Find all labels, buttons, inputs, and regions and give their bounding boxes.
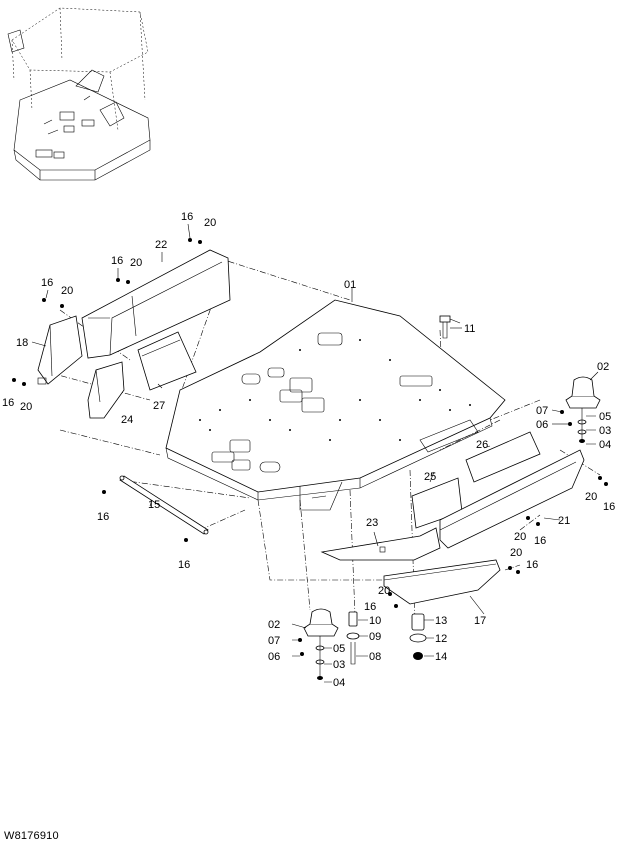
callout-20: 20 xyxy=(585,491,597,503)
callout-20: 20 xyxy=(130,257,142,269)
callout-26: 26 xyxy=(476,439,488,451)
part-21-side-panel xyxy=(439,449,585,549)
callout-16: 16 xyxy=(2,397,14,409)
part-24-foam xyxy=(87,361,125,419)
parts-10-09-08-stack xyxy=(346,611,360,665)
callout-08: 08 xyxy=(369,651,381,663)
part-23-panel xyxy=(320,527,441,561)
callout-20: 20 xyxy=(510,547,522,559)
part-17-lower-panel xyxy=(383,559,501,605)
callout-leaders xyxy=(31,223,599,683)
callout-05: 05 xyxy=(599,411,611,423)
callout-02: 02 xyxy=(597,361,609,373)
part-27-foam xyxy=(137,331,197,391)
callout-21: 21 xyxy=(558,515,570,527)
callout-12: 12 xyxy=(435,633,447,645)
part-02-mount-right xyxy=(565,376,601,443)
callout-05: 05 xyxy=(333,643,345,655)
callout-20: 20 xyxy=(514,531,526,543)
callout-16: 16 xyxy=(178,559,190,571)
callout-10: 10 xyxy=(369,615,381,627)
callout-14: 14 xyxy=(435,651,447,663)
callout-02: 02 xyxy=(268,619,280,631)
callout-13: 13 xyxy=(435,615,447,627)
callout-20: 20 xyxy=(61,285,73,297)
callout-20: 20 xyxy=(378,585,390,597)
part-15-support-bar xyxy=(119,475,209,535)
callout-25: 25 xyxy=(424,471,436,483)
callout-16: 16 xyxy=(364,601,376,613)
part-18-side-panel xyxy=(37,315,83,385)
callout-16: 16 xyxy=(534,535,546,547)
callout-16: 16 xyxy=(603,501,615,513)
callout-06: 06 xyxy=(268,651,280,663)
cab-overview-inset xyxy=(7,7,151,181)
callout-16: 16 xyxy=(111,255,123,267)
callout-04: 04 xyxy=(599,439,611,451)
callout-18: 18 xyxy=(16,337,28,349)
callout-24: 24 xyxy=(121,414,133,426)
part-11-bolt xyxy=(439,315,461,339)
callout-06: 06 xyxy=(536,419,548,431)
callout-03: 03 xyxy=(333,659,345,671)
callout-16: 16 xyxy=(97,511,109,523)
callout-16: 16 xyxy=(526,559,538,571)
callout-17: 17 xyxy=(474,615,486,627)
callout-23: 23 xyxy=(366,517,378,529)
part-22-rear-upper-panel xyxy=(81,249,231,359)
callout-01: 01 xyxy=(344,279,356,291)
callout-15: 15 xyxy=(148,499,160,511)
callout-20: 20 xyxy=(20,401,32,413)
part-01-floor-plate xyxy=(165,299,506,511)
callout-20: 20 xyxy=(204,217,216,229)
callout-22: 22 xyxy=(155,239,167,251)
callout-04: 04 xyxy=(333,677,345,689)
callout-03: 03 xyxy=(599,425,611,437)
callout-labels: 16 20 22 16 20 16 20 18 16 20 24 27 01 1… xyxy=(2,211,615,689)
callout-16: 16 xyxy=(41,277,53,289)
callout-09: 09 xyxy=(369,631,381,643)
drawing-id: W8176910 xyxy=(4,830,59,842)
callout-07: 07 xyxy=(536,405,548,417)
callout-07: 07 xyxy=(268,635,280,647)
part-26-foam xyxy=(465,431,541,483)
callout-11: 11 xyxy=(464,323,475,335)
part-02-mount-bottom xyxy=(303,608,339,680)
callout-16: 16 xyxy=(181,211,193,223)
parts-13-12-14-stack xyxy=(409,613,427,660)
callout-27: 27 xyxy=(153,400,165,412)
